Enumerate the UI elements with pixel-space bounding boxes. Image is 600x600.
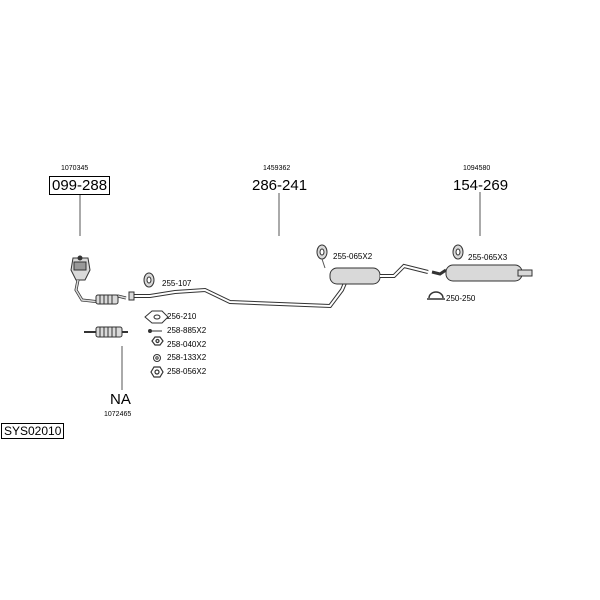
part-label-255-065x3[interactable]: 255-065X3	[468, 253, 508, 262]
nut-icon	[151, 336, 164, 346]
clamp-icon	[427, 291, 445, 300]
rear-silencer-ref: 1094580	[463, 165, 491, 172]
middle-pipe-part-number[interactable]: 286-241	[252, 177, 308, 194]
rubber-mount-icon	[143, 272, 155, 288]
part-label-258-040x2[interactable]: 258-040X2	[167, 340, 207, 349]
rear-silencer-part-number[interactable]: 154-269	[453, 177, 509, 194]
gasket-icon	[144, 310, 169, 324]
part-label-250-250[interactable]: 250-250	[446, 294, 476, 303]
system-code: SYS02010	[1, 423, 65, 439]
flex-pipe-part-number[interactable]: NA	[110, 391, 131, 408]
part-label-256-210[interactable]: 256-210	[167, 312, 197, 321]
flex-pipe-ref: 1072465	[104, 411, 132, 418]
part-label-258-056x2[interactable]: 258-056X2	[167, 367, 207, 376]
front-pipe-drawing	[70, 255, 127, 305]
flex-pipe-drawing	[84, 326, 128, 338]
part-label-258-133x2[interactable]: 258-133X2	[167, 353, 207, 362]
washer-icon	[153, 354, 161, 362]
middle-pipe-ref: 1459362	[263, 165, 291, 172]
rear-silencer-drawing	[431, 264, 533, 282]
bolt-icon	[148, 329, 162, 333]
front-pipe-part-number[interactable]: 099-288	[49, 176, 111, 195]
middle-pipe-drawing	[128, 263, 429, 309]
part-label-258-885x2[interactable]: 258-885X2	[167, 326, 207, 335]
rubber-mount-icon	[452, 244, 464, 260]
rubber-mount-icon	[316, 244, 328, 260]
nut-icon	[150, 366, 164, 378]
part-label-255-065x2[interactable]: 255-065X2	[333, 252, 373, 261]
front-pipe-ref: 1070345	[61, 165, 89, 172]
part-label-255-107[interactable]: 255-107	[162, 279, 192, 288]
